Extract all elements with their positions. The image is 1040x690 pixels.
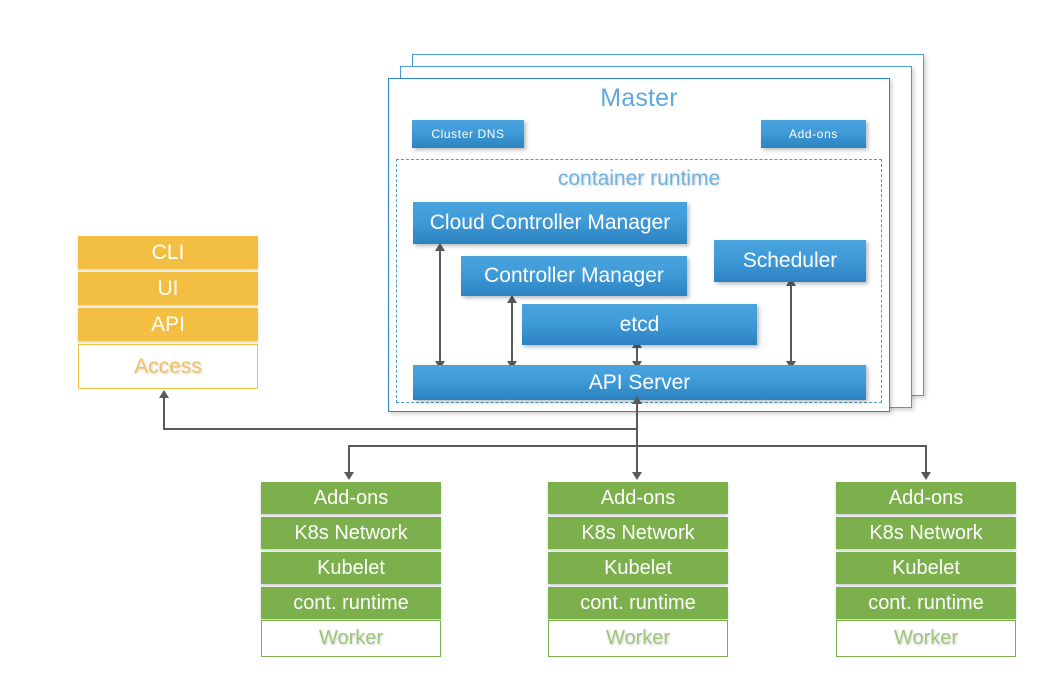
master-title: Master [600, 84, 678, 112]
connector-worker-3-arrow-down [921, 472, 931, 480]
access-footer: Access [78, 344, 258, 389]
connector-apiserver-bus-stem [636, 400, 638, 448]
worker-3-footer: Worker [836, 620, 1016, 657]
connector-scheduler-apiserver-arrow-up [786, 278, 796, 286]
worker-3-layer-k8s-network[interactable]: K8s Network [836, 517, 1016, 549]
worker-1-layer-add-ons[interactable]: Add-ons [261, 482, 441, 514]
worker-2-layer-add-ons[interactable]: Add-ons [548, 482, 728, 514]
worker-1-layer-kubelet[interactable]: Kubelet [261, 552, 441, 584]
connector-ccm-apiserver [439, 248, 441, 364]
connector-worker-2-arrow-down [632, 472, 642, 480]
connector-cm-apiserver-arrow-up [507, 295, 517, 303]
master-addon-cluster-dns[interactable]: Cluster DNS [412, 120, 524, 148]
worker-3-layer-cont-runtime[interactable]: cont. runtime [836, 587, 1016, 619]
connector-access-arrow-up [159, 390, 169, 398]
connector-worker-2-drop [636, 445, 638, 475]
connector-ccm-apiserver-arrow-up [435, 243, 445, 251]
component-etcd[interactable]: etcd [522, 304, 757, 345]
connector-bus-to-access-vertical [163, 398, 165, 429]
connector-worker-3-drop [925, 445, 927, 475]
connector-apiserver-bus-arrow-up [632, 396, 642, 404]
connector-bus-to-access-horizontal [163, 428, 638, 430]
container-runtime-title: container runtime [557, 167, 721, 190]
access-bar-cli[interactable]: CLI [78, 236, 258, 269]
access-bar-api[interactable]: API [78, 308, 258, 341]
worker-1-layer-k8s-network[interactable]: K8s Network [261, 517, 441, 549]
worker-2-layer-kubelet[interactable]: Kubelet [548, 552, 728, 584]
component-cloud-controller-manager[interactable]: Cloud Controller Manager [413, 202, 687, 244]
worker-3-layer-kubelet[interactable]: Kubelet [836, 552, 1016, 584]
master-addon-addons[interactable]: Add-ons [761, 120, 866, 148]
connector-worker-1-drop [348, 445, 350, 475]
worker-1-footer: Worker [261, 620, 441, 657]
worker-2-layer-cont-runtime[interactable]: cont. runtime [548, 587, 728, 619]
worker-1-layer-cont-runtime[interactable]: cont. runtime [261, 587, 441, 619]
component-scheduler[interactable]: Scheduler [714, 240, 866, 282]
worker-2-footer: Worker [548, 620, 728, 657]
access-bar-ui[interactable]: UI [78, 272, 258, 305]
connector-worker-1-arrow-down [344, 472, 354, 480]
connector-cm-apiserver [511, 300, 513, 364]
connector-etcd-apiserver [636, 345, 638, 365]
component-controller-manager[interactable]: Controller Manager [461, 256, 687, 296]
worker-2-layer-k8s-network[interactable]: K8s Network [548, 517, 728, 549]
connector-scheduler-apiserver [790, 283, 792, 364]
component-api-server[interactable]: API Server [413, 365, 866, 400]
worker-3-layer-add-ons[interactable]: Add-ons [836, 482, 1016, 514]
